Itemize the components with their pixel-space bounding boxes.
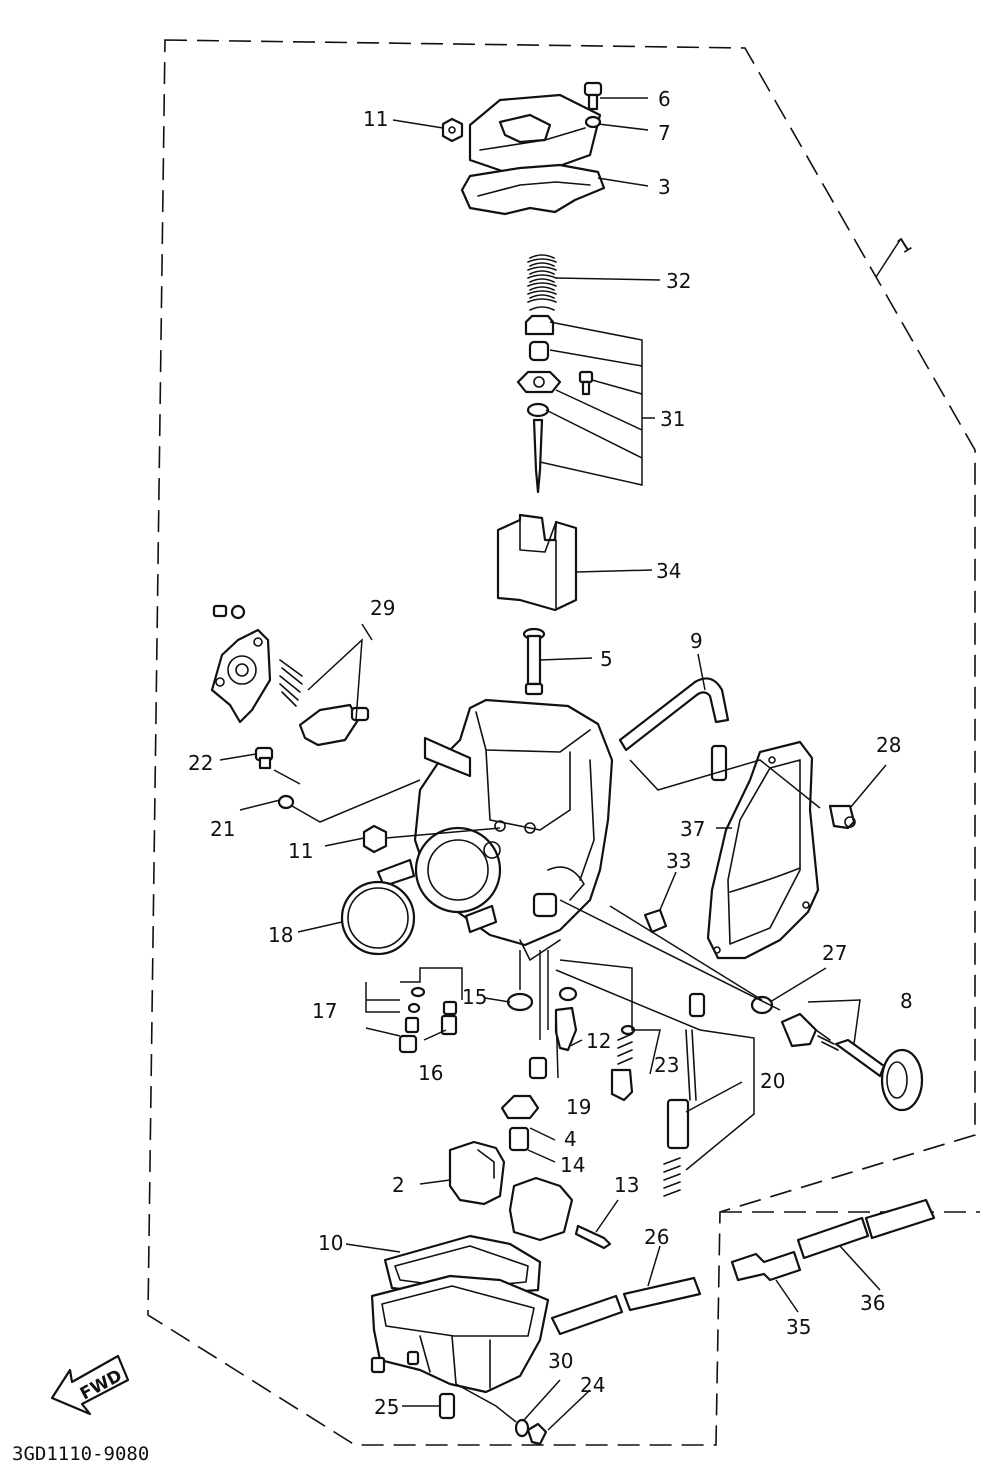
callout-15: 15 <box>462 985 487 1009</box>
float <box>448 1140 574 1242</box>
callout-1: 1 <box>893 231 917 258</box>
carburetor-body <box>376 698 614 961</box>
overflow-tube <box>550 1294 624 1336</box>
callout-23: 23 <box>654 1053 679 1077</box>
vent-hose <box>618 677 730 752</box>
cover-screw <box>583 81 603 111</box>
callout-35: 35 <box>786 1315 811 1339</box>
jet-set <box>398 986 706 1197</box>
hex-nut <box>441 117 464 143</box>
callout-17: 17 <box>312 999 337 1023</box>
needle-assembly <box>516 314 594 494</box>
leader-lines <box>219 97 901 1431</box>
float-bowl <box>370 1234 550 1394</box>
callout-18: 18 <box>268 923 293 947</box>
hose-clip <box>710 744 728 782</box>
forward-arrow-icon: FWD <box>50 1354 130 1416</box>
drain-screw <box>526 1422 548 1446</box>
callout-21: 21 <box>210 817 235 841</box>
callout-25: 25 <box>374 1395 399 1419</box>
callout-28: 28 <box>876 733 901 757</box>
throttle-slide <box>496 513 578 612</box>
callout-11-top: 11 <box>363 107 388 131</box>
pump-cover-assembly <box>210 604 370 747</box>
callout-14: 14 <box>560 1153 585 1177</box>
hex-nut-lower <box>362 824 388 854</box>
drain-plug <box>643 908 668 934</box>
plunger-o-ring <box>750 995 774 1015</box>
callout-7: 7 <box>658 121 671 145</box>
washer <box>584 115 602 129</box>
bowl-screw <box>438 1392 456 1420</box>
callout-29: 29 <box>370 596 395 620</box>
callout-11-mid: 11 <box>288 839 313 863</box>
callout-16: 16 <box>418 1061 443 1085</box>
top-cover <box>460 93 606 216</box>
callout-37: 37 <box>680 817 705 841</box>
callout-10: 10 <box>318 1231 343 1255</box>
callout-19: 19 <box>566 1095 591 1119</box>
cover-bolt <box>828 804 856 830</box>
starter-plunger <box>780 1012 924 1112</box>
callout-33: 33 <box>666 849 691 873</box>
callout-34: 34 <box>656 559 681 583</box>
callout-30: 30 <box>548 1349 573 1373</box>
callout-13: 13 <box>614 1173 639 1197</box>
callout-31: 31 <box>660 407 685 431</box>
callout-24: 24 <box>580 1373 605 1397</box>
diagram-code: 3GD1110-9080 <box>12 1443 149 1465</box>
vent-tube <box>796 1216 870 1260</box>
callout-3: 3 <box>658 175 671 199</box>
float-chamber-cover <box>706 740 820 960</box>
callout-27: 27 <box>822 941 847 965</box>
callout-5: 5 <box>600 647 613 671</box>
float-pin <box>574 1224 612 1250</box>
throttle-spring <box>527 254 557 311</box>
callout-9: 9 <box>690 629 703 653</box>
callout-6: 6 <box>658 87 671 111</box>
callout-12: 12 <box>586 1029 611 1053</box>
pilot-screw <box>254 746 274 770</box>
drain-washer <box>514 1418 530 1438</box>
needle-jet <box>522 627 546 696</box>
manifold-o-ring <box>340 880 416 956</box>
callout-2: 2 <box>392 1173 405 1197</box>
callout-8: 8 <box>900 989 913 1013</box>
callout-4: 4 <box>564 1127 577 1151</box>
joint-pipe <box>730 1250 802 1282</box>
callout-22: 22 <box>188 751 213 775</box>
o-ring-21 <box>277 794 295 810</box>
callout-20: 20 <box>760 1069 785 1093</box>
callout-32: 32 <box>666 269 691 293</box>
callout-26: 26 <box>644 1225 669 1249</box>
callout-36: 36 <box>860 1291 885 1315</box>
